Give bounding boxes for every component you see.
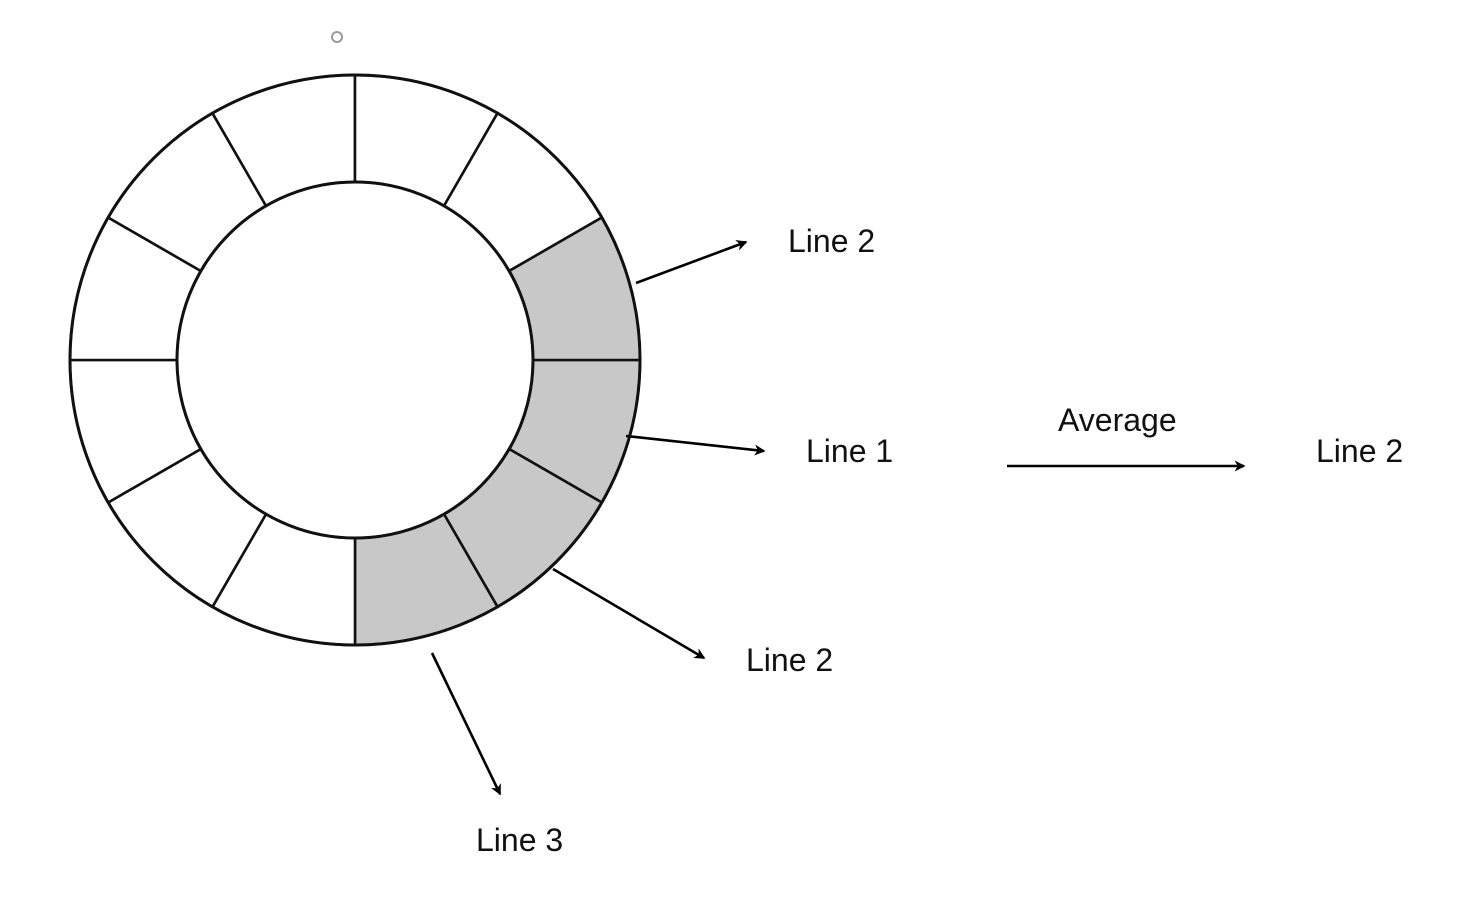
arrow-upper-right [635,240,748,285]
arrow-bottom [430,652,502,796]
label-upper-right: Line 2 [788,223,875,259]
ring-outer-edge [68,73,642,647]
arrow-right [625,434,766,456]
label-bottom: Line 3 [476,822,563,858]
label-average: Average [1058,402,1177,438]
label-right: Line 1 [806,433,893,469]
arrow-lower-right [552,567,706,660]
top-marker-circle [331,31,343,43]
ring-inner-edge [175,180,535,540]
label-lower-right: Line 2 [746,642,833,678]
ring-segments [68,73,642,647]
label-result: Line 2 [1316,433,1403,469]
